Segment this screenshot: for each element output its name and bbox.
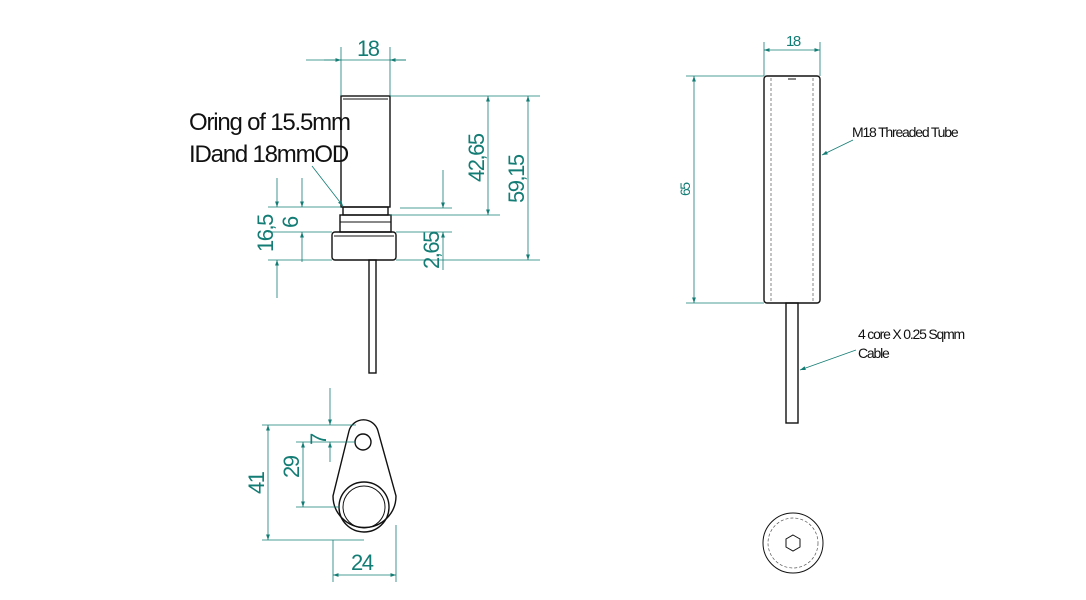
oring-groove: [342, 206, 389, 216]
groove-dim: 6: [278, 216, 303, 228]
oring-note-line2: IDand 18mmOD: [189, 141, 349, 168]
tube-label: M18 Threaded Tube: [852, 124, 959, 140]
bracket-large-hole: [338, 481, 390, 533]
bracket-small-hole: [354, 433, 372, 451]
bracket-outline: [332, 419, 397, 529]
collar-height-dim: 2,65: [419, 231, 444, 269]
hole-offset-dim: 7: [306, 433, 331, 445]
end-view: [762, 512, 824, 574]
end-view-outer: [762, 512, 824, 574]
bracket-height-dim: 41: [244, 471, 269, 494]
collar-dim: 16,5: [253, 214, 278, 252]
hole-center-dim: 29: [279, 455, 304, 478]
cable-front: [785, 302, 799, 424]
oring-leader: [311, 165, 344, 207]
collar: [331, 231, 397, 261]
oring: [339, 214, 392, 233]
bracket-width-dim: 24: [351, 550, 374, 575]
tube-leader: [821, 139, 854, 156]
total-height-dim: 59,15: [504, 154, 529, 203]
threaded-tube: [763, 75, 821, 304]
front-width-dim: 18: [786, 33, 801, 50]
cable-side: [368, 259, 377, 374]
side-view: 18 42,65 59,15 2,65 6 16,5 Oring of 15.5…: [189, 36, 540, 374]
end-view-thread: [767, 517, 819, 569]
cable-leader: [799, 349, 857, 371]
front-view: 18 65 M18 Threaded Tube 4 core X 0.25 Sq…: [677, 33, 966, 424]
bracket-view: 7 29 41 24: [244, 388, 397, 582]
end-view-cable-hex: [785, 534, 801, 552]
side-width-dim: 18: [357, 36, 380, 61]
cable-label-line1: 4 core X 0.25 Sqmm: [858, 326, 965, 342]
cable-label-line2: Cable: [858, 345, 890, 361]
tube-height-dim: 42,65: [464, 133, 489, 182]
front-length-dim: 65: [677, 182, 693, 196]
oring-note-line1: Oring of 15.5mm: [189, 109, 350, 136]
